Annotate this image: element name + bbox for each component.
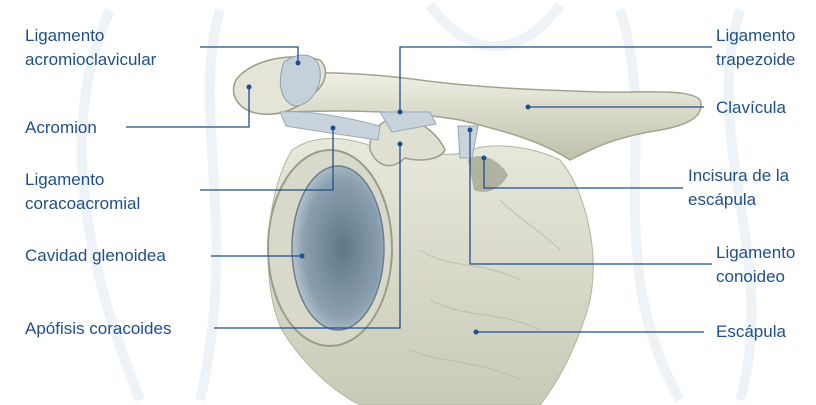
label-line: Ligamento: [716, 24, 795, 48]
label-line: Apófisis coracoides: [25, 317, 171, 341]
label-line: Escápula: [716, 320, 786, 344]
label-incisura-escapula: Incisura de la escápula: [688, 164, 789, 212]
label-line: Ligamento: [25, 168, 140, 192]
label-line: Incisura de la: [688, 164, 789, 188]
label-line: conoideo: [716, 265, 795, 289]
coracoacromial-ligament: [280, 112, 380, 140]
label-line: Ligamento: [25, 24, 156, 48]
leader-acromion: [126, 87, 249, 127]
label-line: acromioclavicular: [25, 48, 156, 72]
label-cavidad-glenoidea: Cavidad glenoidea: [25, 244, 166, 268]
label-line: Clavícula: [716, 96, 786, 120]
label-line: escápula: [688, 188, 789, 212]
label-line: Ligamento: [716, 241, 795, 265]
label-line: Cavidad glenoidea: [25, 244, 166, 268]
label-ligamento-conoideo: Ligamento conoideo: [716, 241, 795, 289]
label-line: trapezoide: [716, 48, 795, 72]
label-ligamento-coracoacromial: Ligamento coracoacromial: [25, 168, 140, 216]
label-clavicula: Clavícula: [716, 96, 786, 120]
label-ligamento-acromioclavicular: Ligamento acromioclavicular: [25, 24, 156, 72]
label-ligamento-trapezoide: Ligamento trapezoide: [716, 24, 795, 72]
label-line: Acromion: [25, 116, 97, 140]
label-line: coracoacromial: [25, 192, 140, 216]
label-acromion: Acromion: [25, 116, 97, 140]
label-apofisis-coracoides: Apófisis coracoides: [25, 317, 171, 341]
label-escapula: Escápula: [716, 320, 786, 344]
